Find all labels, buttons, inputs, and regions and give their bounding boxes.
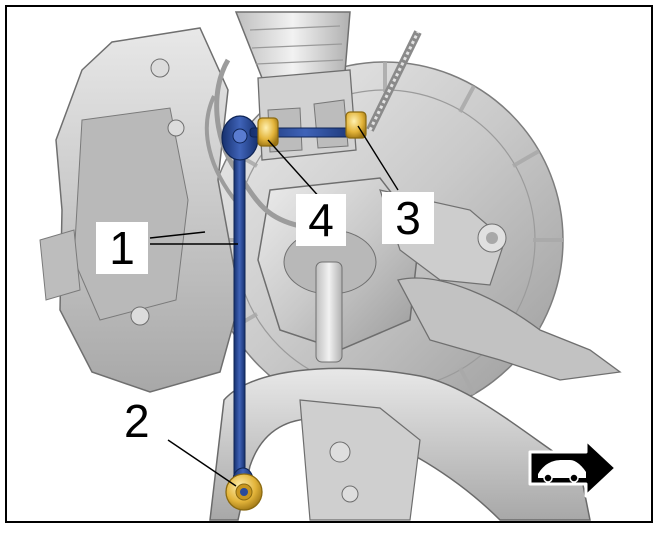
leader-4 [267,139,323,201]
callout-1: 1 [96,222,148,274]
callout-2: 2 [124,395,150,447]
stabilizer-link [221,115,361,493]
link-upper-nut [257,117,279,147]
callout-4: 4 [296,194,346,246]
leader-3 [357,125,399,191]
link-lower-nut [225,473,263,511]
subframe [209,277,622,521]
leader-2 [167,439,237,487]
wheel-hub [257,177,507,363]
diagram-frame [5,5,653,523]
leader-1 [149,231,206,239]
car-forward-arrow-icon [528,438,618,498]
brake-caliper [39,27,241,393]
callout-3: 3 [382,192,434,244]
callout-leaders [149,125,399,487]
